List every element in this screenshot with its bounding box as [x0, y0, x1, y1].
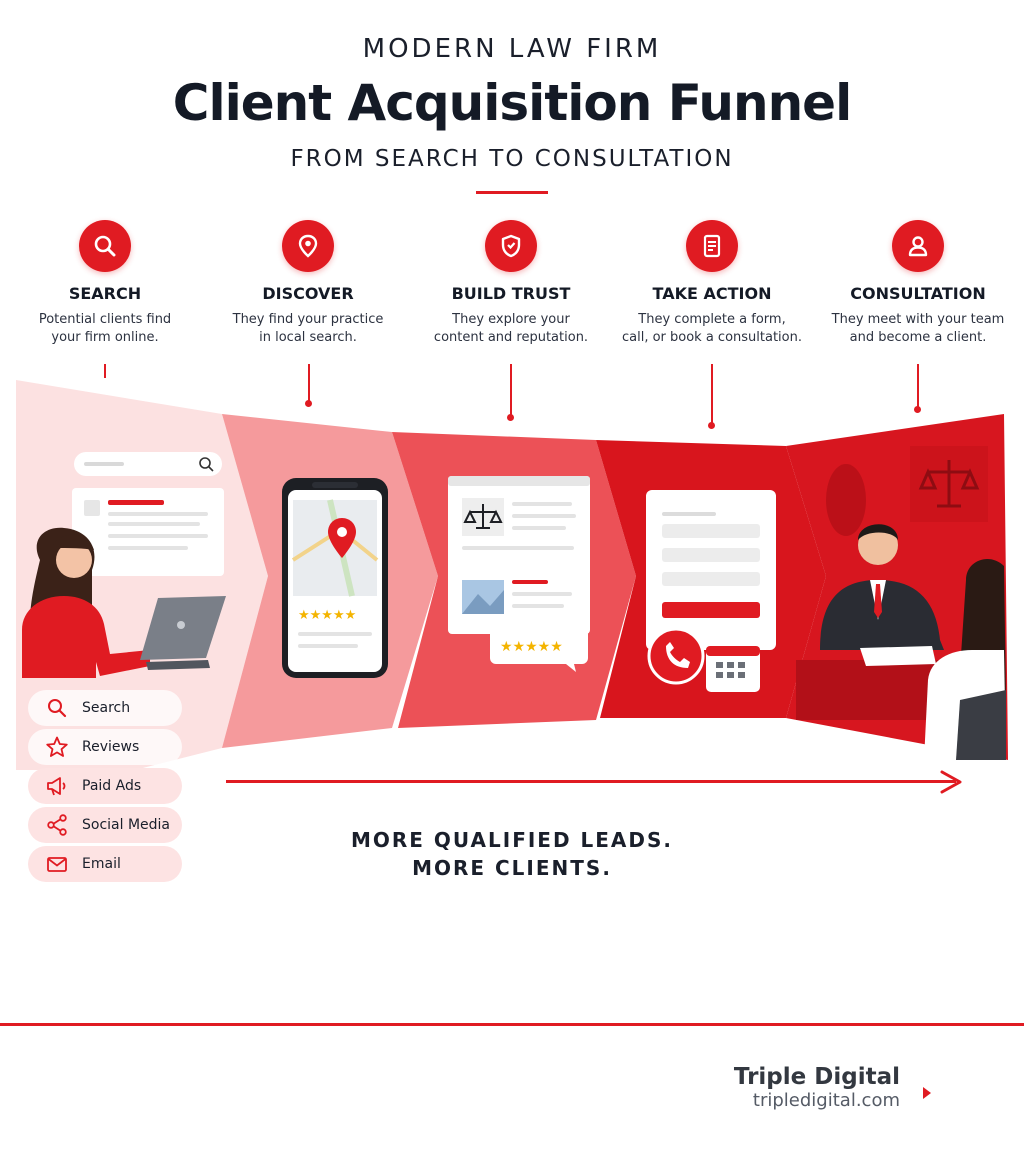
page-subtitle: FROM SEARCH TO CONSULTATION: [290, 146, 734, 172]
tagline: MORE QUALIFIED LEADS. MORE CLIENTS.: [350, 828, 674, 880]
search-icon: [79, 220, 131, 272]
svg-text:★★★★★: ★★★★★: [298, 608, 356, 623]
progress-arrow: [226, 780, 956, 783]
contact-form: [646, 490, 776, 692]
triangle-marker-icon: [923, 1087, 931, 1099]
search-result-card: [72, 488, 224, 576]
share-icon: [44, 812, 70, 838]
search-icon: [44, 695, 70, 721]
funnel-illustration: ★★★★★ ★★★★★: [16, 380, 1008, 770]
pre-title: MODERN LAW FIRM: [362, 34, 662, 64]
channel-list: Search Reviews Paid Ads Social Media Ema…: [28, 690, 182, 885]
connector-dot: [914, 406, 921, 413]
channel-label: Search: [82, 700, 131, 716]
connector-dot: [708, 422, 715, 429]
website-page: ★★★★★: [448, 476, 590, 672]
search-icon: [199, 457, 211, 469]
stage-connector: [917, 364, 919, 408]
brand-name: Triple Digital: [733, 1064, 900, 1090]
phone-map: ★★★★★: [282, 478, 388, 678]
channel-email: Email: [28, 846, 182, 882]
map-pin-icon: [282, 220, 334, 272]
star-icon: [44, 734, 70, 760]
woman-with-laptop: [22, 527, 226, 678]
stage-description: They complete a form,call, or book a con…: [621, 312, 802, 345]
stage-title: CONSULTATION: [850, 284, 986, 303]
channel-label: Social Media: [82, 817, 171, 833]
stage-connector: [104, 364, 106, 378]
channel-social-media: Social Media: [28, 807, 182, 843]
shield-icon: [485, 220, 537, 272]
arrow-right-icon: [940, 770, 962, 794]
stage-title: DISCOVER: [262, 284, 354, 303]
stage-connector: [711, 364, 713, 424]
channel-label: Reviews: [82, 739, 140, 755]
calendar-icon: [706, 646, 760, 692]
brand-block: Triple Digital tripledigital.com: [734, 1064, 900, 1111]
lawyer-consultation: [796, 446, 1006, 760]
channel-label: Paid Ads: [82, 778, 142, 794]
stage-title: BUILD TRUST: [451, 284, 571, 303]
channel-search: Search: [28, 690, 182, 726]
connector-dot: [305, 400, 312, 407]
envelope-icon: [44, 851, 70, 877]
footer-divider: [0, 1023, 1024, 1026]
person-icon: [892, 220, 944, 272]
stage-take-action: TAKE ACTION They complete a form,call, o…: [612, 220, 812, 347]
phone-icon: [647, 627, 705, 685]
channel-label: Email: [82, 856, 121, 872]
page-title: Client Acquisition Funnel: [172, 74, 852, 132]
connector-dot: [507, 414, 514, 421]
channel-reviews: Reviews: [28, 729, 182, 765]
form-icon: [686, 220, 738, 272]
title-divider: [476, 191, 548, 194]
stage-title: TAKE ACTION: [652, 284, 772, 303]
channel-paid-ads: Paid Ads: [28, 768, 182, 804]
search-bar: [74, 452, 222, 476]
brand-url[interactable]: tripledigital.com: [752, 1090, 900, 1111]
stage-connector: [510, 364, 512, 416]
svg-text:★★★★★: ★★★★★: [500, 639, 563, 655]
stage-title: SEARCH: [68, 284, 142, 303]
megaphone-icon: [44, 773, 70, 799]
stage-connector: [308, 364, 310, 402]
